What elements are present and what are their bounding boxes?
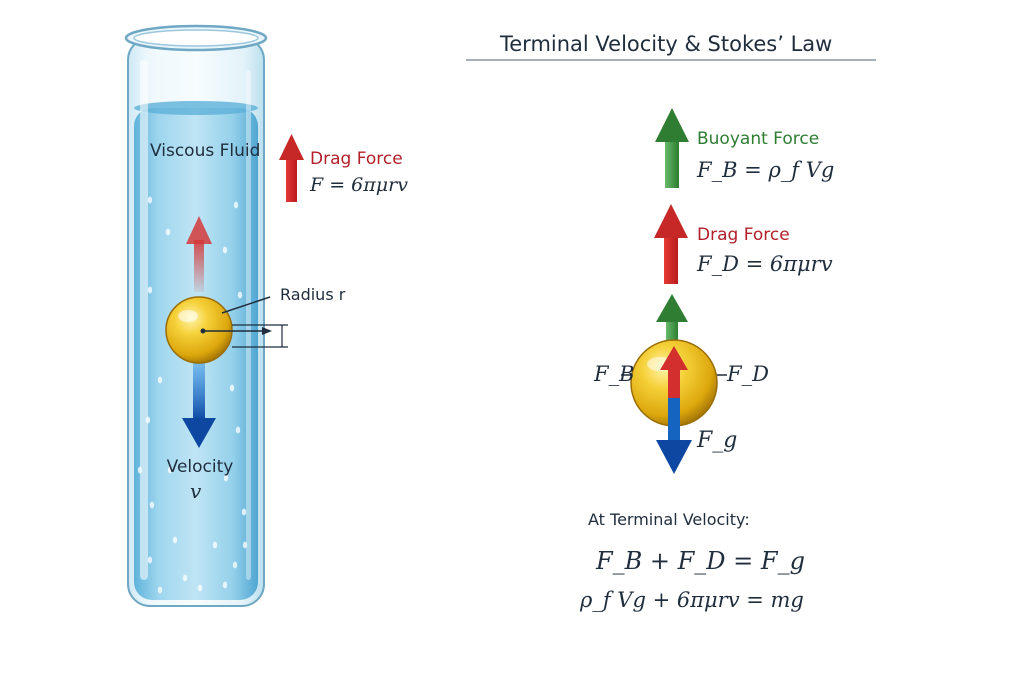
bubble — [212, 541, 218, 549]
terminal-equation-1: F_B + F_D = F_g — [596, 547, 805, 575]
fluid-surface — [134, 101, 258, 115]
fluid-bubbles — [137, 196, 248, 594]
buoyant-arrow-small — [656, 294, 688, 342]
bubble — [235, 426, 241, 434]
bubble — [233, 201, 239, 209]
fd-symbol: F_D — [727, 362, 769, 386]
drag-force-label-right: Drag Force — [697, 225, 790, 245]
tube-drag-arrow — [186, 216, 212, 292]
bubble — [157, 376, 163, 384]
bubble — [222, 581, 228, 589]
buoyant-equation: F_B = ρ_f Vg — [697, 158, 835, 182]
buoyant-force-arrow — [655, 108, 689, 188]
fb-symbol: F_B — [594, 362, 635, 386]
diagram-title: Terminal Velocity & Stokes’ Law — [500, 32, 833, 56]
viscous-fluid-label: Viscous Fluid — [150, 141, 261, 161]
bubble — [229, 384, 235, 392]
tube-sphere — [165, 296, 272, 364]
bubble — [182, 574, 188, 582]
fg-symbol: F_g — [697, 428, 738, 453]
drag-equation-right: F_D = 6πμrv — [697, 252, 833, 276]
bubble — [172, 536, 178, 544]
terminal-equation-2: ρ_f Vg + 6πμrv = mg — [580, 588, 804, 612]
bubble — [237, 291, 243, 299]
bubble — [149, 501, 155, 509]
radius-label: Radius r — [280, 285, 346, 304]
bubble — [147, 196, 153, 204]
buoyant-force-label: Buoyant Force — [697, 129, 820, 149]
bubble — [222, 246, 228, 254]
velocity-arrow — [182, 360, 216, 448]
drag-force-arrow-right — [654, 204, 688, 284]
inner-force-arrows — [656, 346, 692, 474]
bubble — [197, 584, 203, 592]
bubble — [137, 466, 143, 474]
bubble — [241, 508, 247, 516]
velocity-symbol: v — [190, 479, 202, 503]
bubble — [167, 466, 173, 474]
bubble — [157, 586, 163, 594]
drag-force-label-left: Drag Force — [310, 149, 403, 169]
bubble — [165, 228, 171, 236]
bubble — [242, 541, 248, 549]
bubble — [145, 416, 151, 424]
bubble — [147, 556, 153, 564]
terminal-velocity-heading: At Terminal Velocity: — [588, 510, 750, 529]
drag-equation-left: F = 6πμrv — [310, 174, 408, 196]
velocity-label: Velocity — [166, 457, 234, 477]
bubble — [223, 474, 229, 482]
drag-force-arrow-left — [279, 134, 304, 202]
bubble — [232, 561, 238, 569]
radius-indicator — [221, 296, 288, 348]
bubble — [147, 286, 153, 294]
